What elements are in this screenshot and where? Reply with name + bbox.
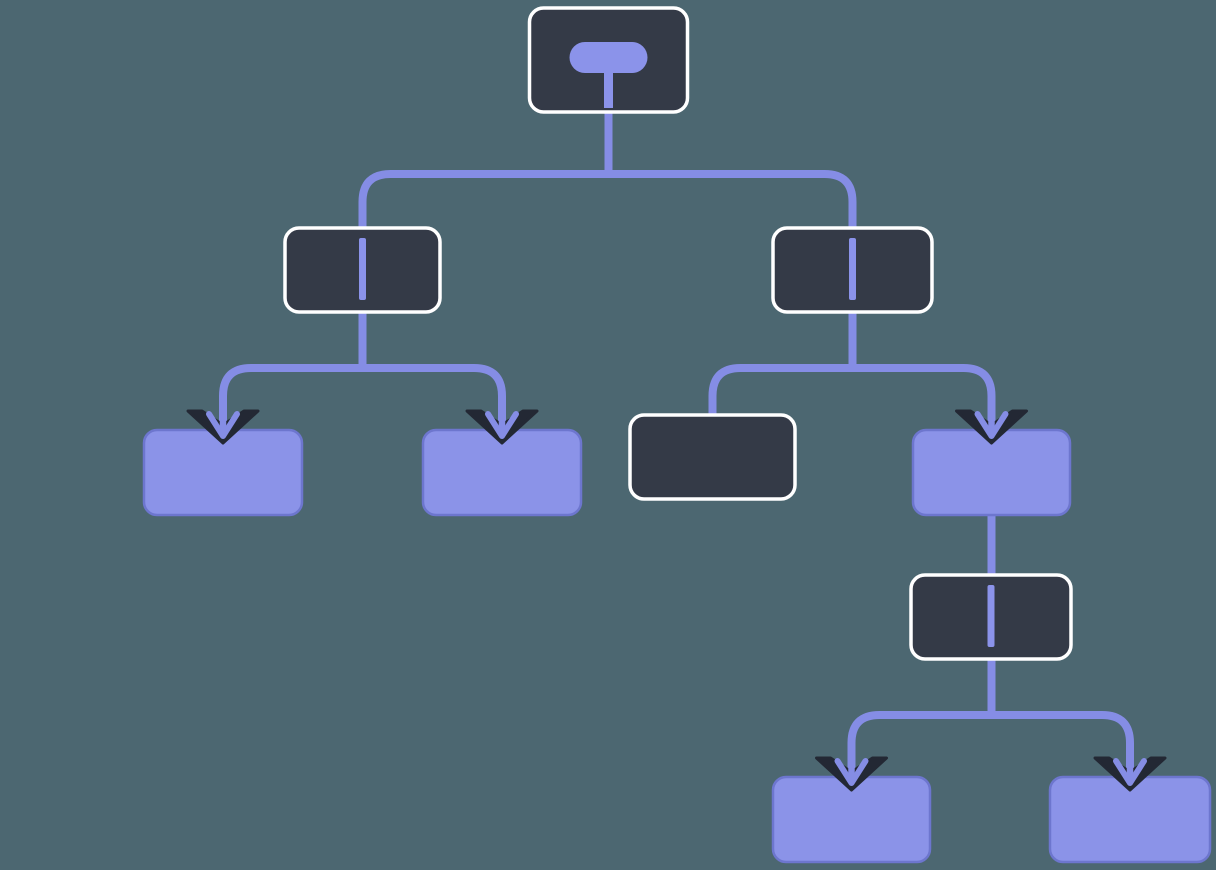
connector-branch-left xyxy=(219,364,506,438)
connector-branch-top xyxy=(358,170,857,234)
vertical-bar-icon xyxy=(359,238,366,300)
node-leaf-dark[interactable] xyxy=(628,413,797,501)
connector-branch-right xyxy=(708,364,996,438)
vertical-bar-icon xyxy=(849,238,856,300)
arrow-down-icon xyxy=(974,411,1009,439)
arrow-down-icon xyxy=(206,411,240,439)
vertical-bar-icon xyxy=(987,585,995,647)
pill-stem-icon xyxy=(604,70,613,108)
connector-branch-bottom xyxy=(847,711,1134,785)
arrow-down-icon xyxy=(485,411,519,439)
arrow-down-icon xyxy=(1113,758,1147,786)
arrow-down-icon xyxy=(834,758,869,786)
pill-icon xyxy=(569,42,648,73)
